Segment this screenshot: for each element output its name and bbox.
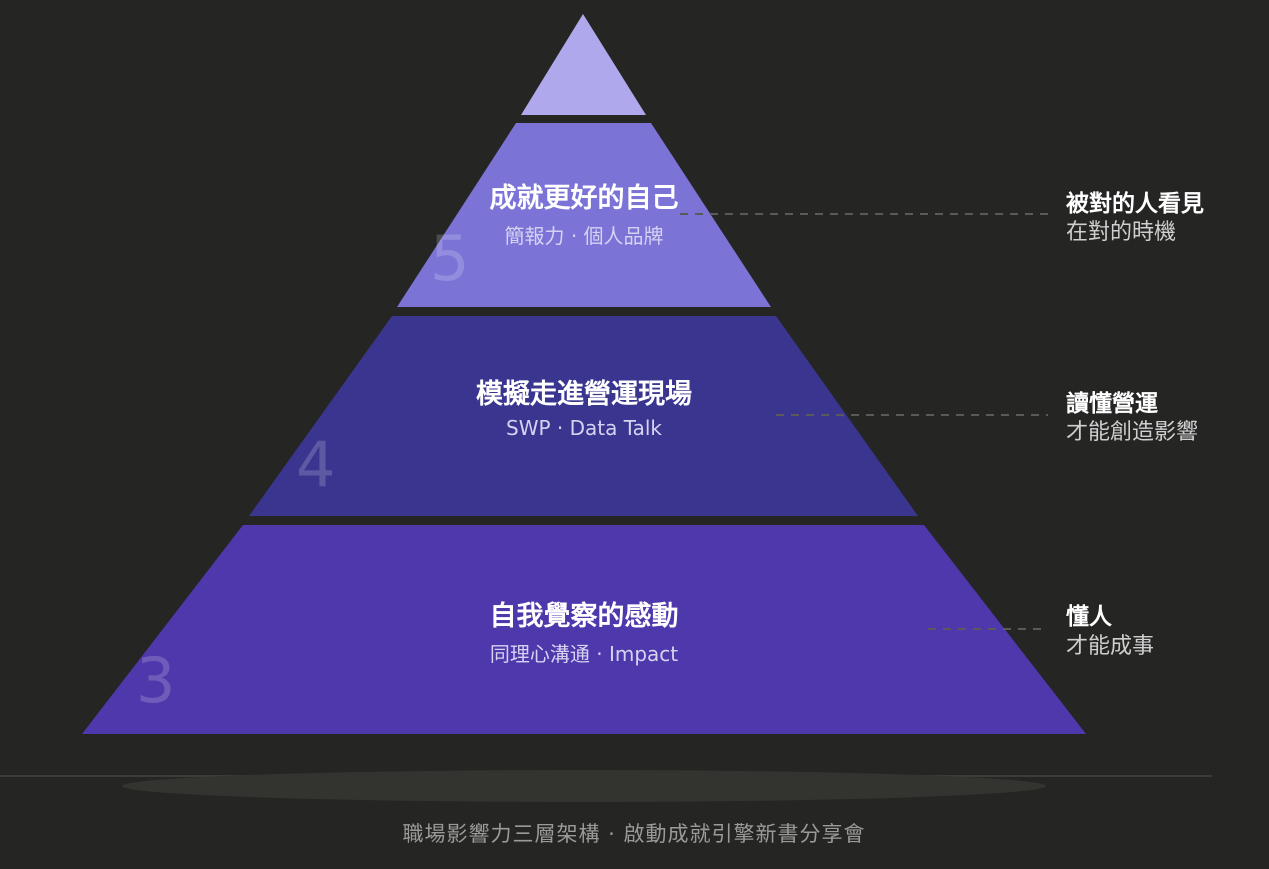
tier-3-title: 自我覺察的感動	[489, 601, 679, 632]
tier-number-5: 5	[430, 222, 470, 295]
tier-4-side-title: 讀懂營運	[1066, 391, 1158, 417]
tier-5-subtitle: 簡報力 · 個人品牌	[504, 224, 664, 248]
tier-4-title: 模擬走進營運現場	[476, 379, 692, 410]
tier-5-title: 成就更好的自己	[489, 183, 679, 214]
tier-5-side-title: 被對的人看見	[1066, 191, 1204, 217]
caption: 職場影響力三層架構 · 啟動成就引擎新書分享會	[402, 822, 866, 846]
tier-4-subtitle: SWP · Data Talk	[505, 416, 663, 440]
tier-3-side-title: 懂人	[1066, 604, 1112, 630]
tier-number-4: 4	[296, 428, 336, 501]
tier-3-side-subtitle: 才能成事	[1066, 634, 1155, 659]
tier-5-side-subtitle: 在對的時機	[1066, 220, 1177, 245]
tier-3-subtitle: 同理心溝通 · Impact	[489, 642, 679, 666]
pyramid-tier-3	[82, 525, 1086, 734]
tier-4-side-subtitle: 才能創造影響	[1066, 420, 1199, 445]
pyramid-tier-4	[249, 316, 918, 516]
tier-number-3: 3	[136, 644, 176, 717]
pyramid-shadow	[122, 770, 1046, 802]
pyramid-tier-5	[397, 123, 771, 307]
pyramid-apex	[521, 14, 646, 115]
